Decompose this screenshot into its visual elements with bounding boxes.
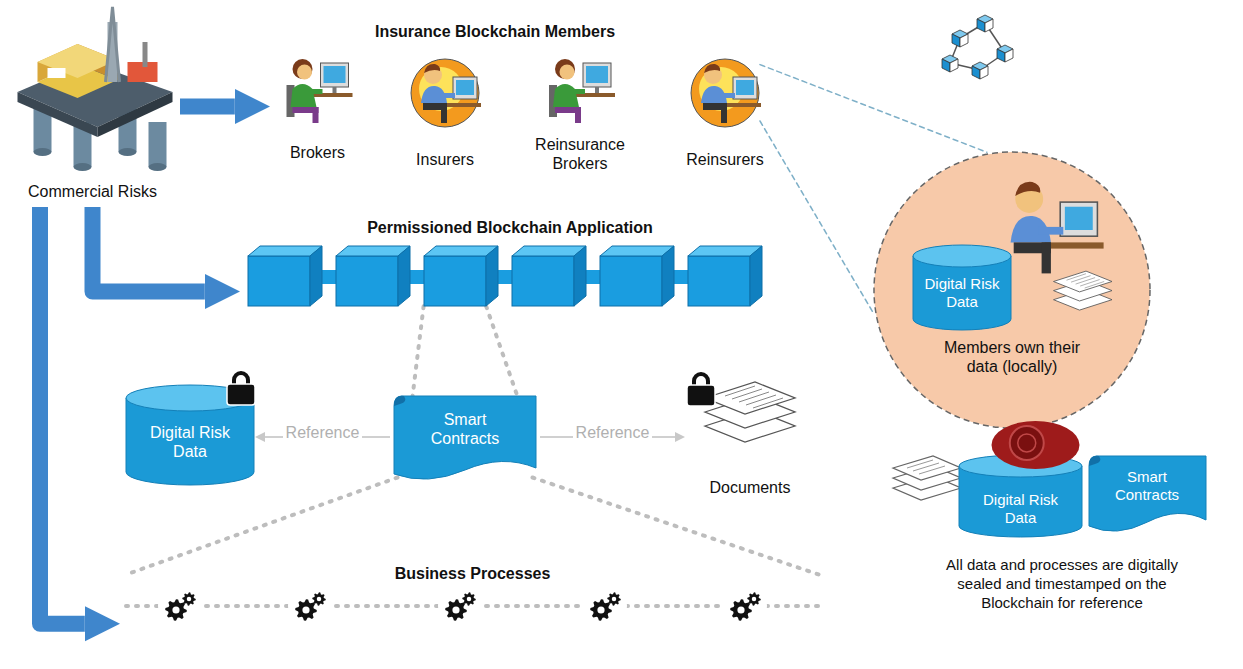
member-circle: Members own their data (locally) Digital … [872, 150, 1152, 430]
node-text: Brokers [270, 143, 365, 162]
node-text: Permissioned Blockchain Application [240, 218, 780, 237]
stacked-pages [893, 456, 961, 500]
contract-scroll: Smart Contracts [390, 392, 540, 482]
member-icon: Brokers [270, 55, 365, 170]
node-text: Smart Contracts [1097, 468, 1197, 504]
node-text: Digital Risk Data [135, 423, 245, 461]
process-band: Business Processes [120, 560, 825, 635]
oil-rig-node: Commercial Risks [5, 2, 180, 207]
node-text: Commercial Risks [5, 182, 180, 201]
edge-label: Reference [283, 424, 363, 442]
padlock [227, 373, 255, 405]
node-text: Smart Contracts [410, 410, 520, 448]
node-text: Digital Risk Data [966, 491, 1075, 527]
member-icon: Reinsurers [675, 55, 775, 175]
group-heading: Insurance Blockchain Members [345, 22, 645, 42]
oil-rig-node-shape [5, 2, 180, 207]
data-cylinder: Digital Risk Data [125, 385, 255, 485]
connector-line [413, 306, 518, 396]
member-icon: Insurers [395, 55, 495, 175]
blockchain-network-icon [942, 15, 1013, 79]
edge-label: Reference [573, 424, 653, 442]
member-icon: Reinsurance Brokers [510, 55, 650, 185]
padlock [687, 374, 715, 406]
flow-arrow [40, 207, 85, 624]
node-text: Documents [685, 478, 815, 497]
node-text: Insurers [395, 150, 495, 169]
documents-node: Documents [685, 378, 815, 503]
node-text: Business Processes [120, 564, 825, 583]
node-text: Reinsurers [675, 150, 775, 169]
node-text: Digital Risk Data [917, 275, 1007, 311]
data-cylinder: Digital Risk Data [958, 455, 1083, 537]
connector-line [125, 478, 820, 576]
data-cylinder: Digital Risk Data [912, 245, 1012, 330]
contract-scroll: Smart Contracts [1085, 452, 1210, 534]
caption-note: All data and processes are digitally sea… [927, 556, 1197, 612]
wax-seal [992, 421, 1080, 469]
node-text: Reinsurance Brokers [510, 135, 650, 173]
flow-arrow [180, 99, 235, 115]
node-text: Members own their data (locally) [932, 338, 1092, 376]
blockchain-node: Permissioned Blockchain Application [240, 218, 780, 310]
flow-arrow [93, 207, 205, 292]
